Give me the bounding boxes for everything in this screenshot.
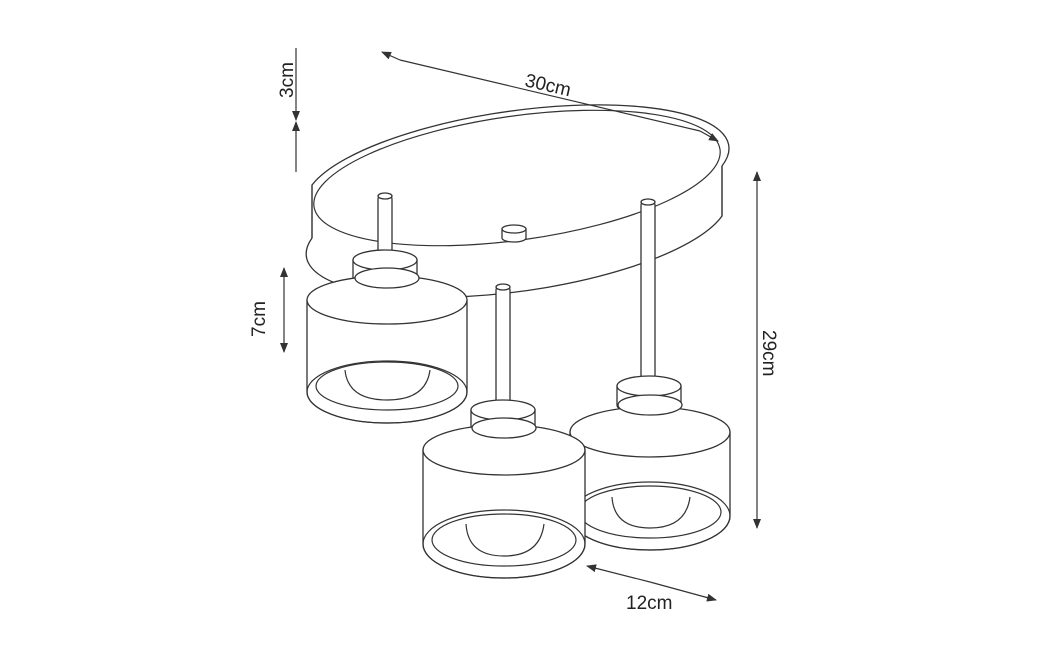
- label-total-height: 29cm: [758, 330, 779, 376]
- dim-total-height: 29cm: [753, 171, 779, 529]
- left-bulb: [344, 369, 431, 401]
- right-rod: [640, 201, 656, 385]
- right-bulb: [611, 496, 691, 529]
- left-shade-inner: [315, 361, 459, 411]
- dim-shade-height: 7cm: [249, 267, 288, 353]
- middle-shade-inner: [431, 513, 577, 567]
- middle-lamp: [422, 283, 586, 579]
- right-lamp: [569, 198, 731, 551]
- center-knob: [501, 224, 527, 243]
- dim-base-height: 3cm: [277, 48, 300, 172]
- label-base-diameter: 30cm: [523, 70, 573, 101]
- left-lamp: [306, 192, 468, 424]
- dim-shade-diameter: 12cm: [586, 564, 717, 614]
- middle-bulb: [465, 523, 545, 557]
- label-base-height: 3cm: [277, 62, 298, 98]
- left-rod: [377, 195, 393, 259]
- label-shade-height: 7cm: [249, 301, 270, 337]
- middle-rod: [495, 286, 511, 412]
- label-shade-diameter: 12cm: [626, 593, 672, 614]
- ceiling-base: [305, 104, 730, 298]
